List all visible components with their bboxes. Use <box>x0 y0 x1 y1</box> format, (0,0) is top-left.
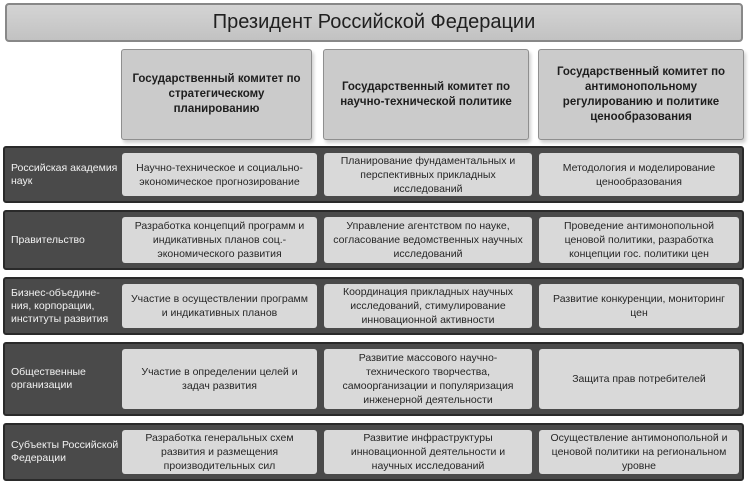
row-label: Субъекты Российской Федерации <box>11 439 119 464</box>
cell: Разработка генеральных схем развития и р… <box>122 430 317 474</box>
cell: Участие в определении целей и задач разв… <box>122 349 317 409</box>
cell: Развитие конкуренции, мониторинг цен <box>539 284 739 328</box>
cell: Развитие массового научно-технического т… <box>324 349 532 409</box>
row-label: Правительство <box>11 233 85 246</box>
row-label: Бизнес-объедине-ния, корпорации, институ… <box>11 286 109 325</box>
cell: Научно-техническое и социально-экономиче… <box>122 153 317 196</box>
cell: Разработка концепций программ и индикати… <box>122 217 317 263</box>
cell: Осуществление антимонопольной и ценовой … <box>539 430 739 474</box>
cell: Методология и моделирование ценообразова… <box>539 153 739 196</box>
row-label: Российская академия наук <box>11 161 118 187</box>
row-government: Правительство Разработка концепций прогр… <box>3 210 744 270</box>
row-federal-subjects: Субъекты Российской Федерации Разработка… <box>3 423 744 481</box>
row-label: Общественные организации <box>11 366 86 391</box>
president-title: Президент Российской Федерации <box>5 3 743 42</box>
cell: Планирование фундаментальных и перспекти… <box>324 153 532 196</box>
cell: Участие в осуществлении программ и индик… <box>122 284 317 328</box>
cell: Проведение антимонопольной ценовой полит… <box>539 217 739 263</box>
committee-science-technology: Государственный комитет по научно-технич… <box>323 49 529 140</box>
cell: Развитие инфраструктуры инновационной де… <box>324 430 532 474</box>
row-academy-of-sciences: Российская академия наук Научно-техничес… <box>3 146 744 203</box>
committee-strategic-planning: Государственный комитет по стратегическо… <box>121 49 312 140</box>
row-business-associations: Бизнес-объедине-ния, корпорации, институ… <box>3 277 744 335</box>
committee-antimonopoly-pricing: Государственный комитет по антимонопольн… <box>538 49 744 140</box>
row-public-organizations: Общественные организации Участие в опред… <box>3 342 744 416</box>
cell: Координация прикладных научных исследова… <box>324 284 532 328</box>
cell: Защита прав потребителей <box>539 349 739 409</box>
cell: Управление агентством по науке, согласов… <box>324 217 532 263</box>
